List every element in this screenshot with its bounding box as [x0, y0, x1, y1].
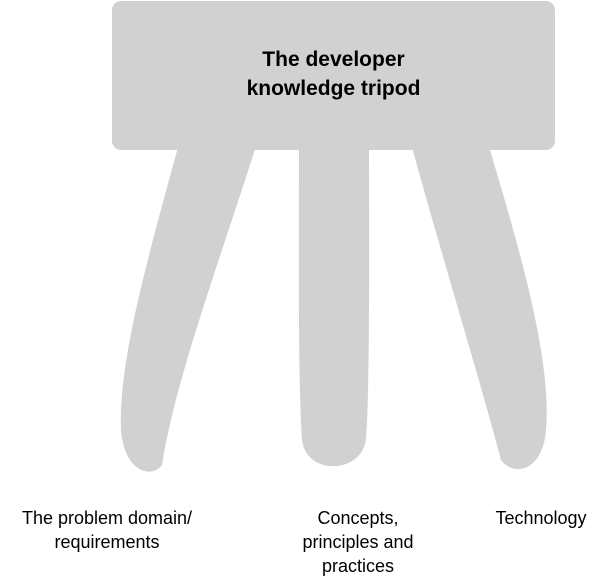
- leg-middle: [298, 140, 370, 467]
- tripod-top-box: The developer knowledge tripod: [112, 1, 555, 150]
- leg-right: [410, 140, 547, 470]
- leg-left: [120, 140, 258, 472]
- diagram-title: The developer knowledge tripod: [246, 47, 421, 100]
- leg-label-problem-domain: The problem domain/requirements: [21, 508, 193, 552]
- leg-label-technology: Technology: [495, 508, 587, 528]
